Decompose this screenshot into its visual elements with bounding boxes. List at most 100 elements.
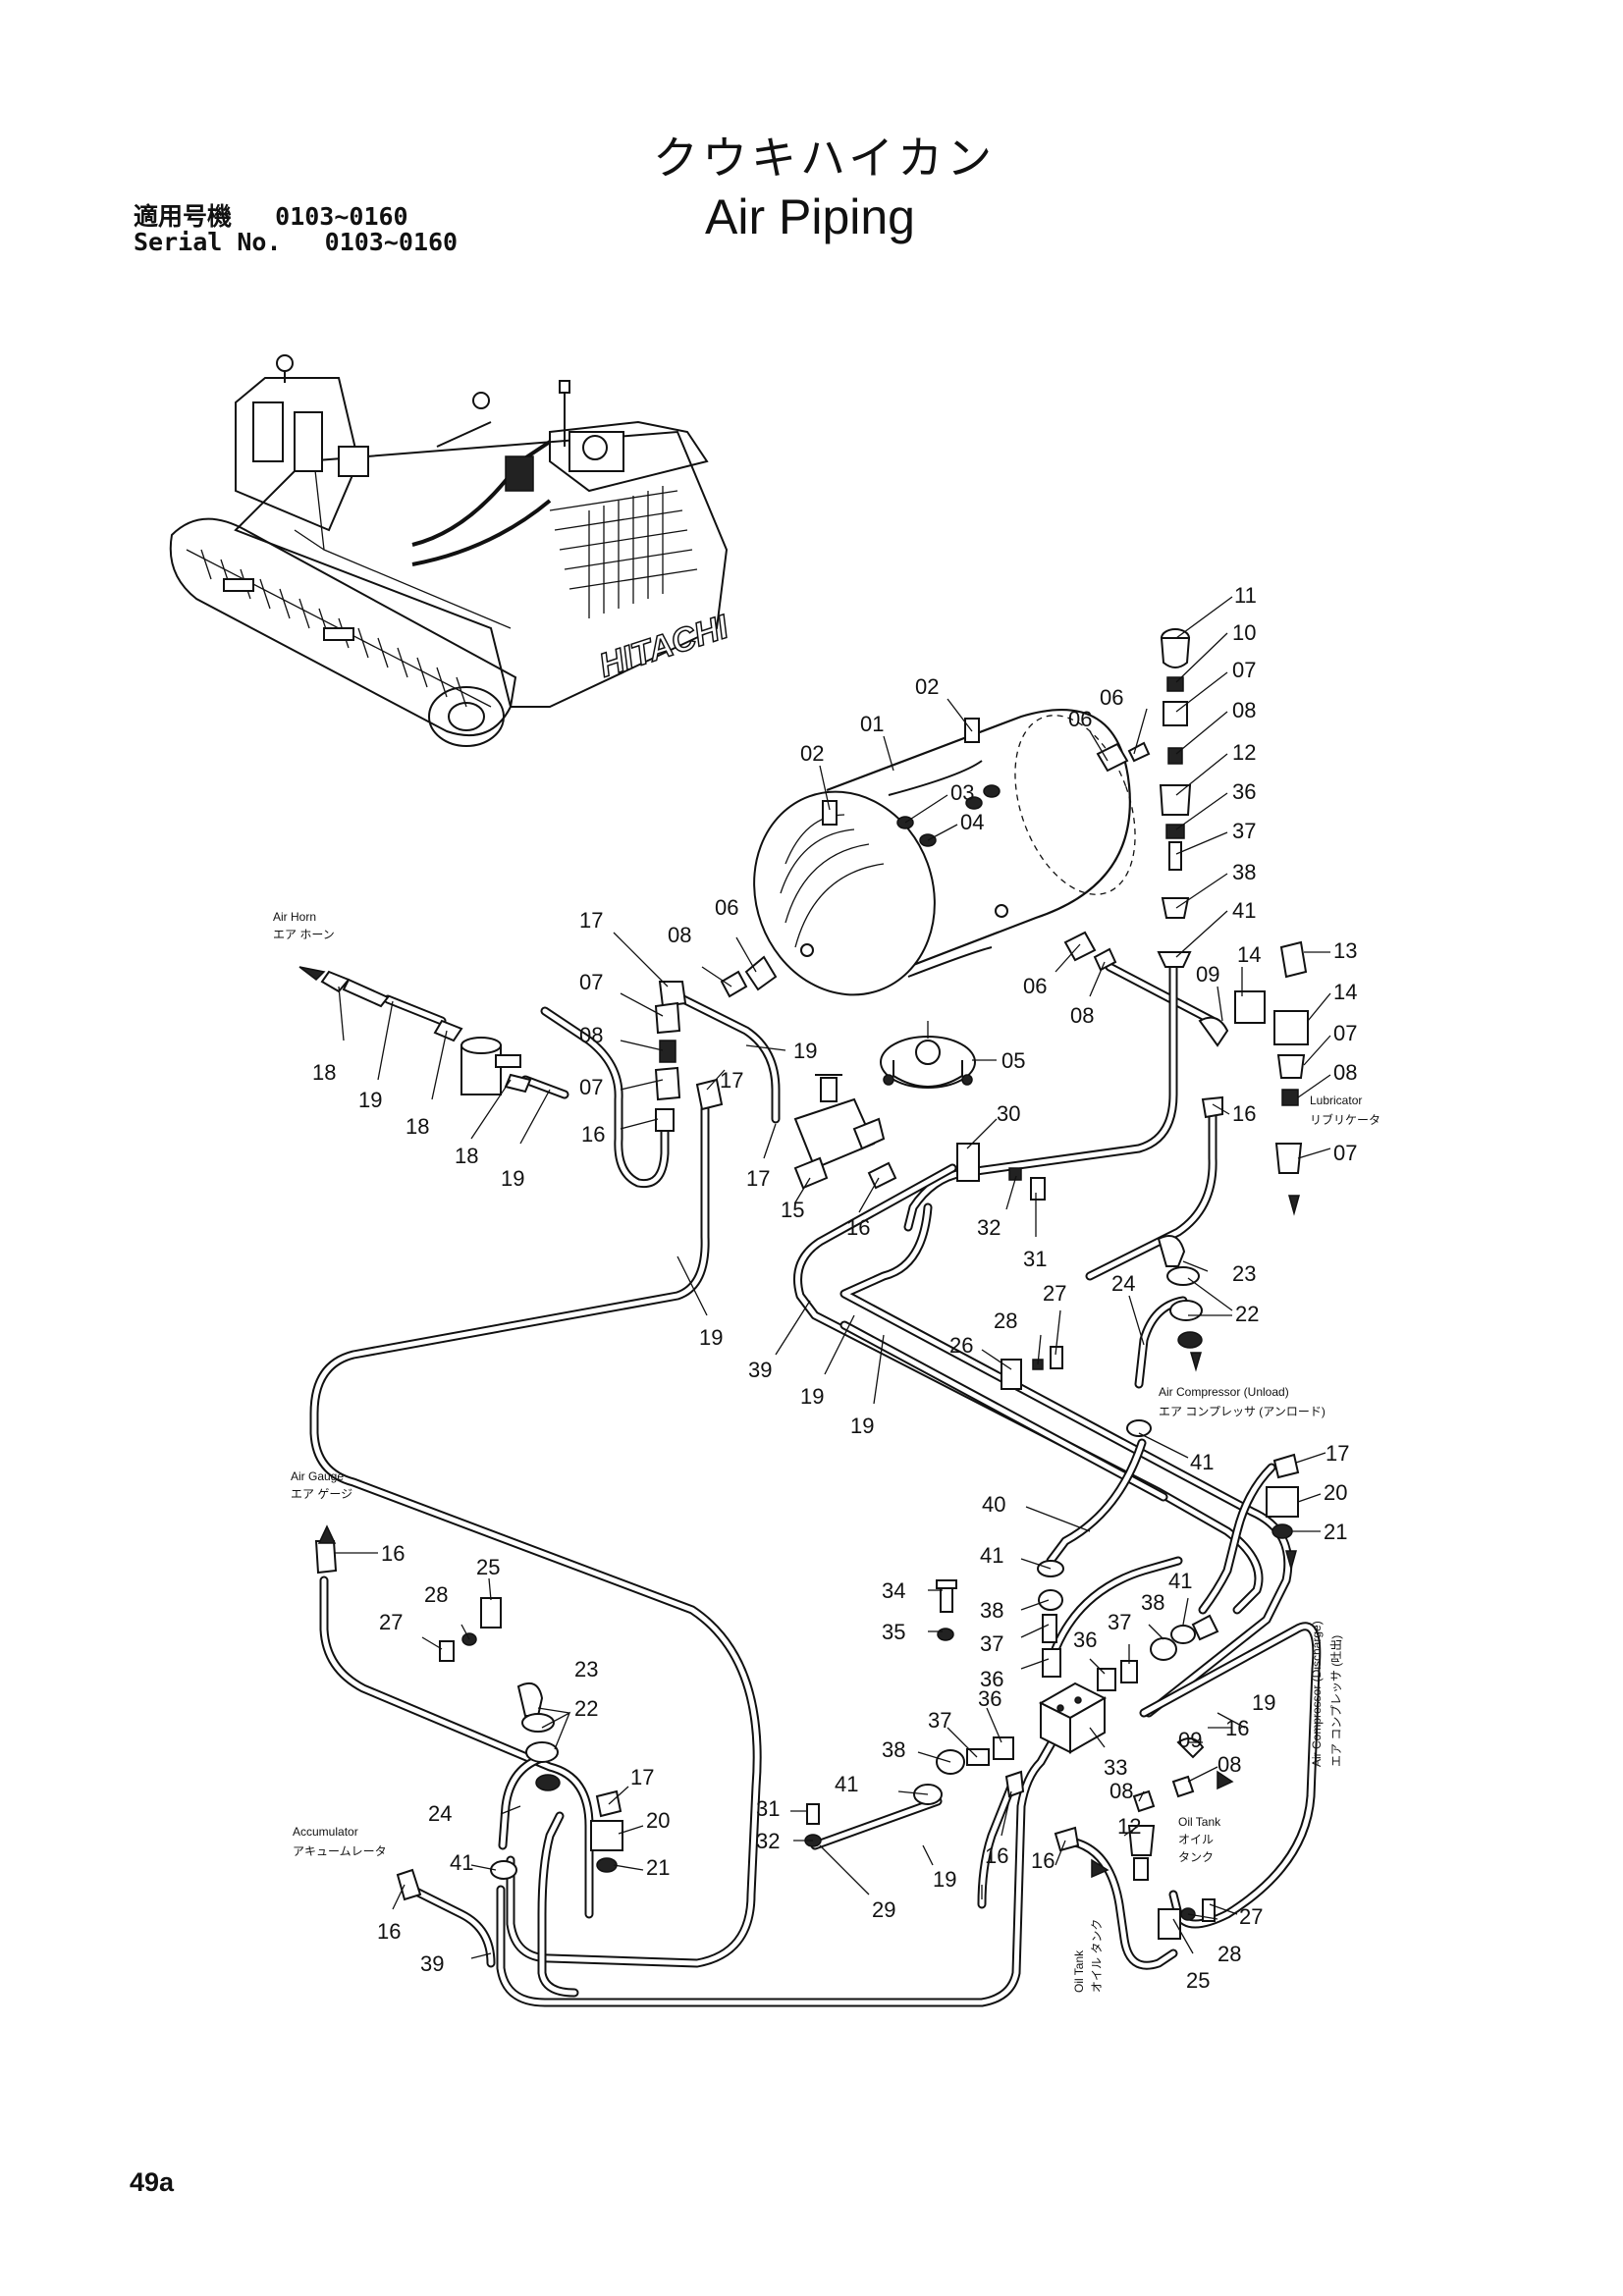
- callout-20: 20: [1324, 1480, 1347, 1505]
- callout-07: 07: [579, 1075, 603, 1099]
- callout-21: 21: [1324, 1520, 1347, 1544]
- callout-08: 08: [1217, 1752, 1241, 1777]
- callout-12: 12: [1117, 1814, 1141, 1839]
- callout-17: 17: [579, 908, 603, 933]
- callout-17: 17: [630, 1765, 654, 1789]
- callout-40: 40: [982, 1492, 1005, 1517]
- note-compressor-unload-en: Air Compressor (Unload): [1159, 1385, 1289, 1399]
- callout-38: 38: [882, 1737, 905, 1762]
- note-oil-tank-b-jp: オイル タンク: [1090, 1919, 1104, 1993]
- callout-06: 06: [715, 895, 738, 920]
- note-oil-tank-en: Oil Tank: [1178, 1815, 1221, 1829]
- callout-37: 37: [980, 1631, 1003, 1656]
- air-tank: [753, 709, 1136, 996]
- callout-17: 17: [746, 1166, 770, 1191]
- callout-04: 04: [960, 810, 984, 834]
- note-air-gauge-en: Air Gauge: [291, 1469, 344, 1483]
- note-air-gauge-jp: エア ゲージ: [291, 1487, 352, 1501]
- callout-17: 17: [1325, 1441, 1349, 1466]
- callout-32: 32: [977, 1215, 1001, 1240]
- leader-lines: [334, 596, 1331, 1959]
- pressure-valve-05: [880, 1021, 976, 1089]
- callout-16: 16: [1232, 1101, 1256, 1126]
- callout-25: 25: [476, 1555, 500, 1579]
- callout-18: 18: [406, 1114, 429, 1139]
- page-number: 49a: [130, 2167, 175, 2197]
- callout-19: 19: [850, 1414, 874, 1438]
- callout-07: 07: [1333, 1141, 1357, 1165]
- callout-01: 01: [860, 712, 884, 736]
- note-air-horn-jp: エア ホーン: [273, 928, 335, 941]
- callout-31: 31: [756, 1796, 780, 1821]
- callout-06: 06: [1100, 685, 1123, 710]
- callout-08: 08: [1232, 698, 1256, 722]
- callout-37: 37: [928, 1708, 951, 1733]
- callout-16: 16: [377, 1919, 401, 1944]
- note-compressor-discharge-jp: エア コンプレッサ (吐出): [1329, 1635, 1343, 1767]
- callout-18: 18: [312, 1060, 336, 1085]
- callout-19: 19: [800, 1384, 824, 1409]
- callout-18: 18: [455, 1144, 478, 1168]
- callout-19: 19: [699, 1325, 723, 1350]
- callout-15: 15: [781, 1198, 804, 1222]
- callout-41: 41: [835, 1772, 858, 1796]
- callout-08: 08: [1070, 1003, 1094, 1028]
- callout-11: 11: [1234, 583, 1257, 608]
- callout-38: 38: [980, 1598, 1003, 1623]
- callout-21: 21: [646, 1855, 670, 1880]
- callout-14: 14: [1237, 942, 1261, 967]
- note-air-horn-en: Air Horn: [273, 910, 316, 924]
- callout-31: 31: [1023, 1247, 1047, 1271]
- callout-28: 28: [994, 1308, 1017, 1333]
- callout-16: 16: [581, 1122, 605, 1147]
- callout-16: 16: [1031, 1848, 1055, 1873]
- serial-range-en: 0103~0160: [324, 228, 459, 256]
- callout-37: 37: [1232, 819, 1256, 843]
- note-oil-tank-jp2: タンク: [1178, 1850, 1214, 1864]
- callout-27: 27: [1043, 1281, 1066, 1306]
- callout-32: 32: [756, 1829, 780, 1853]
- title-english: Air Piping: [705, 189, 915, 244]
- callout-19: 19: [793, 1039, 817, 1063]
- callout-22: 22: [574, 1696, 598, 1721]
- flow-arrows: [298, 966, 1300, 1879]
- callout-24: 24: [428, 1801, 452, 1826]
- tank-bracket-left: [822, 800, 838, 826]
- callout-37: 37: [1108, 1610, 1131, 1634]
- callout-25: 25: [1186, 1968, 1210, 1993]
- callout-07: 07: [1232, 658, 1256, 682]
- callout-27: 27: [379, 1610, 403, 1634]
- callout-14: 14: [1333, 980, 1357, 1004]
- callout-36: 36: [1232, 779, 1256, 804]
- callout-36: 36: [980, 1667, 1003, 1691]
- callout-27: 27: [1239, 1904, 1263, 1929]
- callout-41: 41: [1168, 1569, 1192, 1593]
- callout-35: 35: [882, 1620, 905, 1644]
- callout-06: 06: [1068, 707, 1092, 731]
- note-compressor-discharge-en: Air Compressor (Discharge): [1310, 1621, 1324, 1767]
- callout-33: 33: [1104, 1755, 1127, 1780]
- callout-05: 05: [1001, 1048, 1025, 1073]
- note-oil-tank-jp1: オイル: [1178, 1833, 1214, 1846]
- callout-06: 06: [1023, 974, 1047, 998]
- callout-41: 41: [1232, 898, 1256, 923]
- callout-19: 19: [933, 1867, 956, 1892]
- callout-08: 08: [1109, 1779, 1133, 1803]
- serial-line-jp: 適用号機 0103~0160: [134, 204, 408, 230]
- callout-22: 22: [1235, 1302, 1259, 1326]
- machine-brand-logo: HITACHI: [595, 608, 734, 684]
- serial-label-jp: 適用号機: [134, 202, 233, 231]
- notes: Air Horn エア ホーン Lubricator リブリケータ Air Co…: [273, 910, 1380, 1993]
- callout-23: 23: [1232, 1261, 1256, 1286]
- callout-16: 16: [1225, 1716, 1249, 1740]
- callout-19: 19: [358, 1088, 382, 1112]
- note-oil-tank-b-en: Oil Tank: [1072, 1949, 1086, 1993]
- callout-34: 34: [882, 1578, 905, 1603]
- callout-16: 16: [381, 1541, 405, 1566]
- callout-36: 36: [978, 1686, 1001, 1711]
- callout-16: 16: [846, 1215, 870, 1240]
- serial-label-en: Serial No.: [134, 228, 282, 256]
- callout-24: 24: [1111, 1271, 1135, 1296]
- note-accumulator-jp: アキュームレータ: [293, 1844, 387, 1858]
- callout-17: 17: [720, 1068, 743, 1093]
